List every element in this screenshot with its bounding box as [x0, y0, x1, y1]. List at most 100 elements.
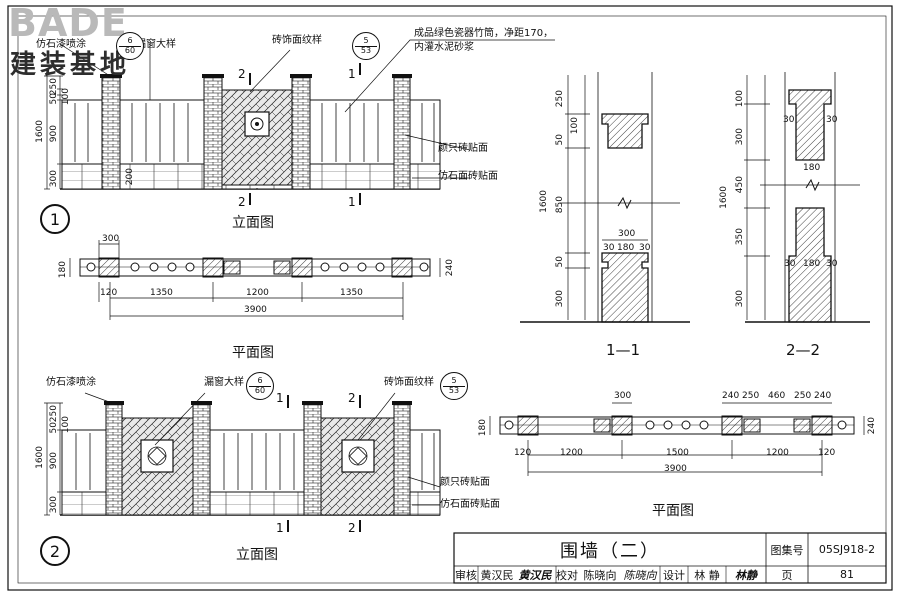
section-mark-2-bottom-2: 2 [348, 521, 356, 535]
sec11-dim-50a: 50 [555, 134, 565, 146]
section-mark-1-bottom: 1 [348, 195, 356, 209]
title-block-lines [453, 532, 887, 584]
note-stone-1: 仿石面砖贴面 [438, 171, 498, 182]
page-label: 页 [781, 568, 793, 582]
plan-2-dim-240a: 240 [722, 391, 740, 401]
sec11-dim-180: 180 [617, 243, 635, 253]
plan-1-dim-1350b: 1350 [340, 288, 363, 298]
plan-2-dim-1500: 1500 [666, 448, 689, 458]
section-mark-2-bottom: 2 [238, 195, 246, 209]
detail-number-2: 2 [40, 536, 70, 566]
brand-logo-text: BADE [8, 1, 128, 45]
designer-signature: 林静 [735, 568, 757, 582]
dim-2-50: 50 [49, 422, 59, 434]
plan-2-dim-1200b: 1200 [766, 448, 789, 458]
sec22-dim-30d: 30 [826, 259, 838, 269]
section-mark-1-top: 1 [348, 67, 356, 81]
sec11-dim-50b: 50 [555, 256, 565, 268]
designer-name: 林 静 [694, 568, 720, 582]
sec11-dim-850: 850 [555, 196, 565, 214]
plan-2-dim-3900: 3900 [664, 464, 687, 474]
plan-2-dim-250a: 250 [742, 391, 760, 401]
elevation-2-title: 立面图 [236, 547, 278, 563]
review-label: 审核 [455, 568, 477, 582]
dim-2-100: 100 [61, 416, 71, 434]
plan-1-dim-3900: 3900 [244, 305, 267, 315]
check-label: 校对 [556, 568, 578, 582]
section-1-1 [520, 72, 690, 323]
elevation-2 [44, 392, 441, 532]
reviewer-signature: 黄汉民 [518, 568, 552, 582]
sec11-dim-100: 100 [570, 117, 580, 135]
plan-2 [489, 402, 865, 476]
plan-1-dim-1200: 1200 [246, 288, 269, 298]
page-number: 81 [840, 568, 854, 581]
plan-1-dim-300: 300 [102, 234, 120, 244]
sec22-dim-180a: 180 [803, 163, 821, 173]
sec11-dim-30a: 30 [603, 243, 615, 253]
dim-2-250: 250 [49, 405, 59, 423]
drawing-title: 围墙（二） [560, 540, 660, 562]
plan-2-dim-240: 240 [867, 417, 877, 435]
note-tile-1: 颜只砖贴面 [438, 143, 488, 154]
sheet-border [7, 5, 893, 591]
note-window-1: 漏窗大样 [136, 39, 176, 50]
sec22-dim-300a: 300 [735, 128, 745, 146]
plan-2-dim-460: 460 [768, 391, 786, 401]
dim-2-1600: 1600 [35, 446, 45, 469]
note-bamboo-1: 成品绿色瓷器竹筒，净距170， [414, 28, 554, 39]
dim-1-300: 300 [49, 170, 59, 188]
dim-1-1600: 1600 [35, 120, 45, 143]
note-bamboo-2: 内灌水泥砂浆 [414, 42, 474, 53]
sec11-dim-30b: 30 [639, 243, 651, 253]
checker-name: 陈晓向 [583, 568, 617, 582]
note-coating-1: 仿石漆喷涂 [36, 39, 86, 50]
plan-1-dim-180: 180 [58, 261, 68, 279]
sec22-dim-450: 450 [735, 176, 745, 194]
detail-number-1: 1 [40, 204, 70, 234]
sec11-dim-1600: 1600 [539, 190, 549, 213]
section-mark-1-bottom-2: 1 [276, 521, 284, 535]
plan-1-dim-240: 240 [445, 259, 455, 277]
plan-2-dim-250b: 250 [794, 391, 812, 401]
sec11-dim-300: 300 [555, 290, 565, 308]
plan-1-dim-120: 120 [100, 288, 118, 298]
sec11-dim-300w: 300 [618, 229, 636, 239]
plan-2-dim-120b: 120 [818, 448, 836, 458]
sec22-dim-1600: 1600 [719, 186, 729, 209]
sec22-dim-30a: 30 [783, 115, 795, 125]
sheet-inner-border [17, 15, 887, 584]
atlas-number: 05SJ918-2 [818, 543, 876, 556]
sec22-dim-180b: 180 [803, 259, 821, 269]
note-window-2: 漏窗大样 [204, 377, 244, 388]
section-2-2 [744, 72, 870, 323]
reviewer-name: 黄汉民 [480, 568, 514, 582]
sec22-dim-100: 100 [735, 90, 745, 108]
sec22-dim-30c: 30 [784, 259, 796, 269]
plan-2-dim-240b: 240 [814, 391, 832, 401]
plan-2-title: 平面图 [652, 503, 694, 519]
plan-2-dim-300: 300 [614, 391, 632, 401]
dim-2-300: 300 [49, 496, 59, 514]
dim-1-100: 100 [61, 88, 71, 106]
dim-1-900: 900 [49, 125, 59, 143]
plan-1-title: 平面图 [232, 345, 274, 361]
section-mark-2-top-2: 2 [348, 391, 356, 405]
dim-1-50: 50 [49, 93, 59, 105]
elevation-1 [44, 39, 555, 205]
checker-signature: 陈晓向 [623, 568, 657, 582]
brand-logo-subtitle: 建装基地 [10, 50, 131, 80]
section-1-1-title: 1—1 [606, 341, 641, 359]
note-brick-pattern-2: 砖饰面纹样 [384, 377, 434, 388]
dim-1-200: 200 [125, 168, 135, 186]
note-brick-pattern-1: 砖饰面纹样 [272, 35, 322, 46]
sec22-dim-300b: 300 [735, 290, 745, 308]
sec22-dim-30b: 30 [826, 115, 838, 125]
section-2-2-title: 2—2 [786, 341, 821, 359]
note-coating-2: 仿石漆喷涂 [46, 377, 96, 388]
plan-2-dim-180: 180 [478, 419, 488, 437]
